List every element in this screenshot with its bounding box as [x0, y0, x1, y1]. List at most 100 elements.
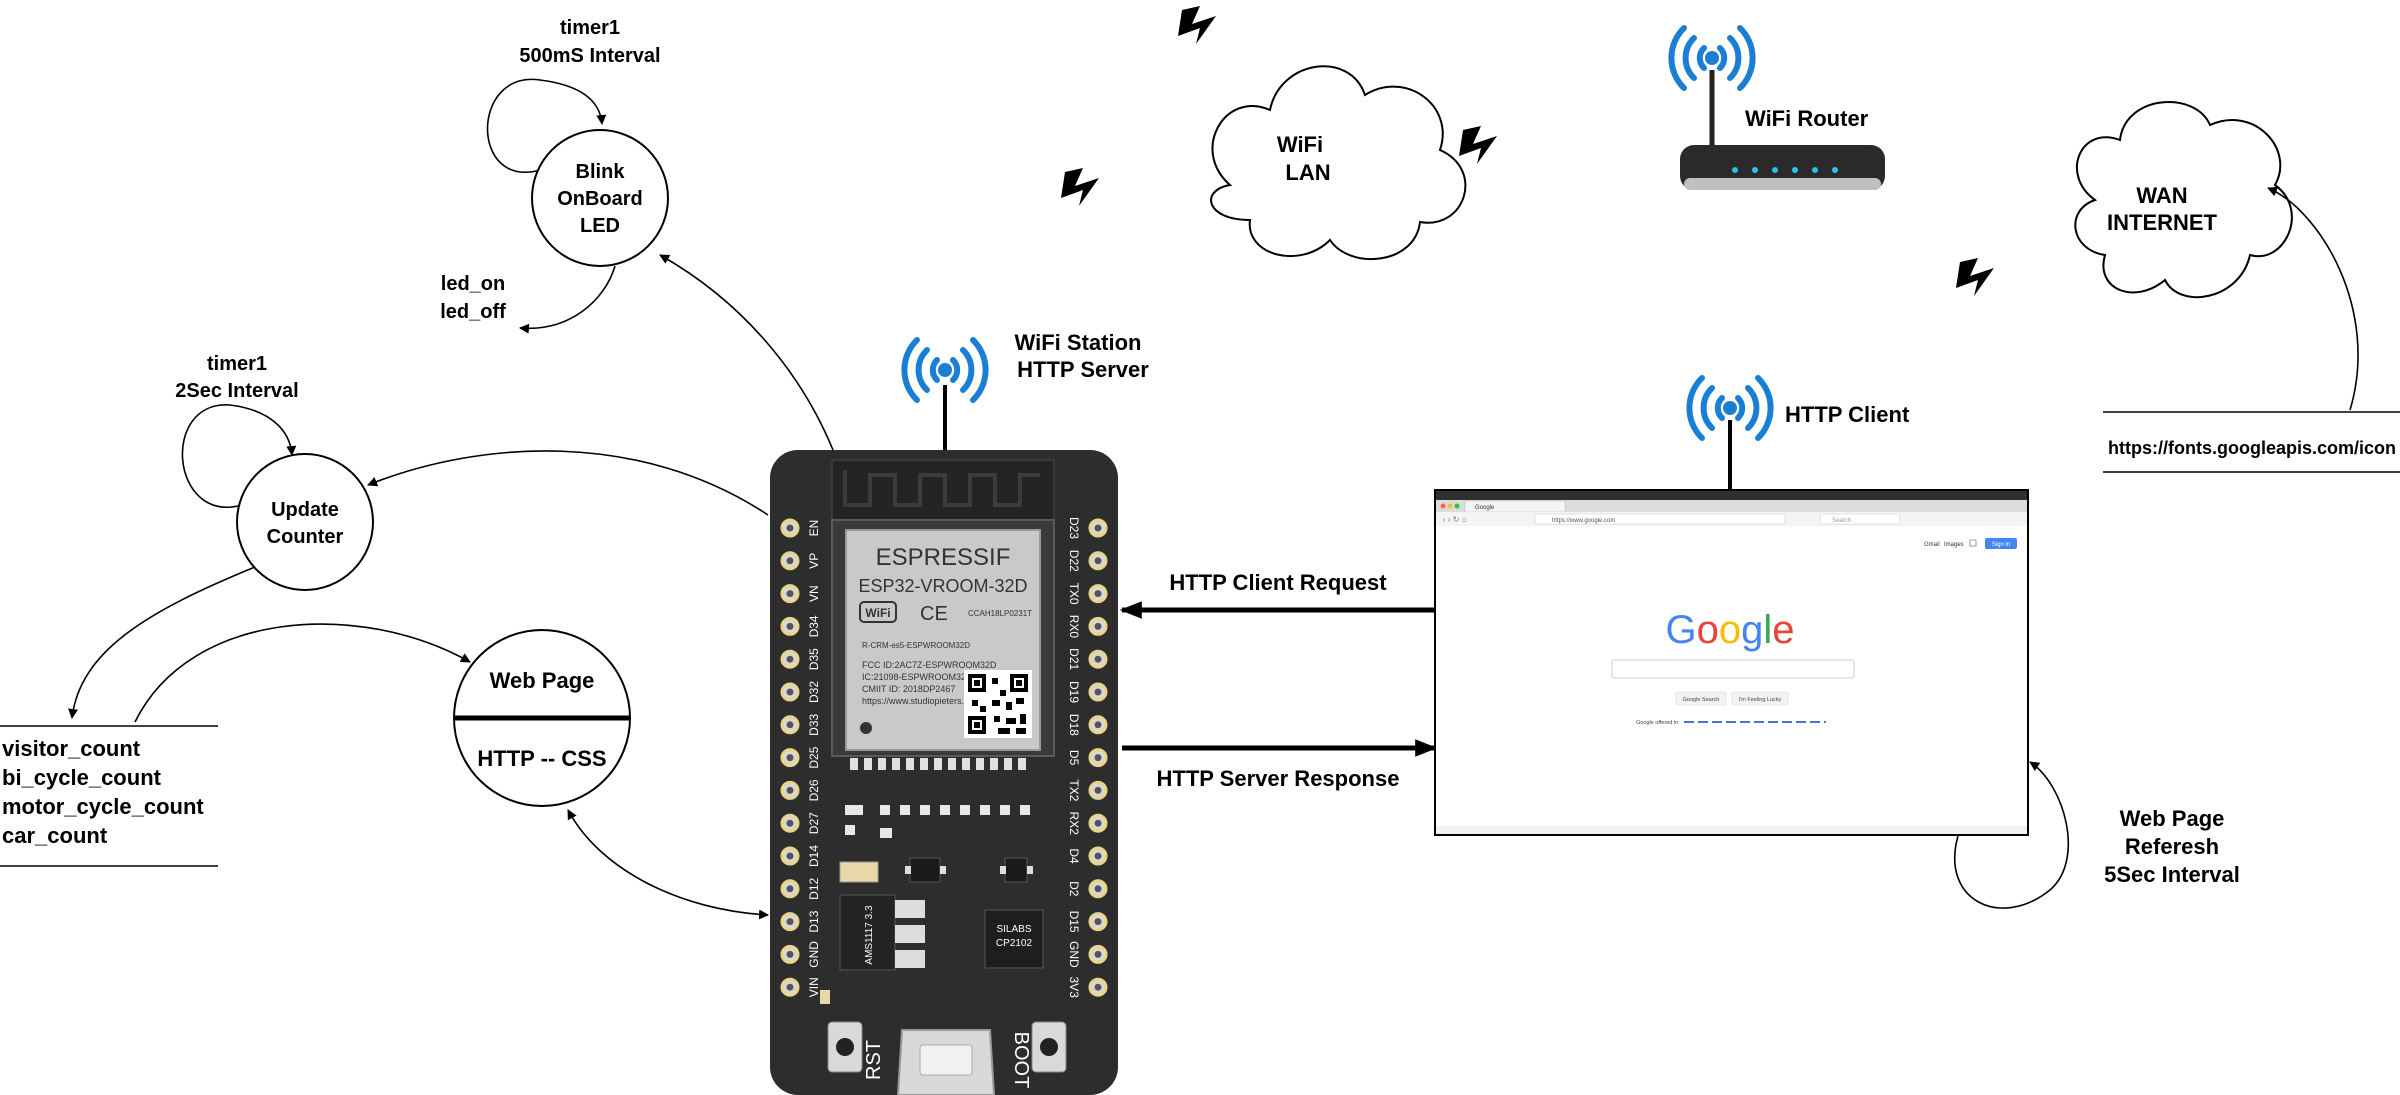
refresh-label-line3: 5Sec Interval [2104, 862, 2240, 887]
fonts-url-label: https://fonts.googleapis.com/icon [2108, 438, 2396, 458]
web-page-node: Web Page HTTP -- CSS [453, 629, 769, 920]
pin-hole [786, 688, 794, 696]
pin-label: D21 [1067, 648, 1081, 670]
feeling-lucky-button [1731, 691, 1789, 706]
esp32-model: ESP32-VROOM-32D [858, 576, 1027, 596]
lightning-bolt-icon [1178, 6, 1216, 44]
blink-line2: OnBoard [557, 188, 643, 210]
blink-state-group: timer1 500mS Interval Blink OnBoard LED … [440, 17, 669, 334]
pin-hole [1094, 885, 1102, 893]
pin-label: D25 [807, 746, 821, 768]
pin-hole [1094, 688, 1102, 696]
lightning-bolt-icon [1459, 126, 1497, 164]
lightning-bolt-icon [1956, 258, 1994, 296]
google-search-box [1611, 659, 1855, 679]
svg-text:‹ › ↻ ⌂: ‹ › ↻ ⌂ [1443, 515, 1467, 524]
google-search-label: Google Search [1683, 697, 1720, 703]
counter-self-loop-arrow [181, 404, 297, 508]
refresh-loop: Web Page Referesh 5Sec Interval [1953, 761, 2240, 909]
boot-label: BOOT [1010, 1032, 1032, 1089]
pin-label: D35 [807, 648, 821, 670]
pin-hole [1094, 918, 1102, 926]
pin-hole [786, 819, 794, 827]
update-counter-circle [236, 453, 374, 591]
browser-address-bar [1534, 513, 1786, 525]
refresh-loop-arrow [1953, 761, 2070, 909]
pin-hole [1094, 524, 1102, 532]
variables-to-webpage-arrow [134, 623, 471, 723]
variables-store: visitor_count bi_cycle_count motor_cycle… [0, 623, 471, 867]
blink-timer-label: timer1 [560, 17, 620, 39]
counter-timer-interval: 2Sec Interval [175, 380, 298, 402]
pin-label: D32 [807, 681, 821, 703]
var-visitor-count: visitor_count [2, 736, 141, 761]
web-page-title: Web Page [490, 668, 595, 693]
esp32-regulator [839, 894, 896, 971]
fonts-to-wan-arrow [2267, 186, 2359, 411]
esp32-usb-chip-line2: CP2102 [996, 938, 1033, 949]
pin-label: GND [1067, 941, 1081, 968]
station-label-line2: HTTP Server [1017, 357, 1149, 382]
esp32-wifi-logo: WiFi [865, 606, 890, 620]
esp32-to-counter-arrow [367, 450, 769, 516]
http-client-label: HTTP Client [1785, 402, 1910, 427]
counter-to-variables-arrow [68, 566, 256, 719]
pin-hole [786, 590, 794, 598]
pin-label: TX0 [1067, 583, 1081, 605]
pin-hole [1094, 721, 1102, 729]
right-pin-header: D23D22TX0RX0D21D19D18D5TX2RX2D4D2D15GND3… [1067, 517, 1108, 999]
counter-timer-label: timer1 [207, 353, 267, 375]
pin-label: VN [807, 585, 821, 602]
pin-label: RX2 [1067, 812, 1081, 836]
pin-label: VP [807, 553, 821, 569]
left-pin-header: ENVPVND34D35D32D33D25D26D27D14D12D13GNDV… [780, 518, 821, 997]
pin-label: 3V3 [1067, 977, 1081, 999]
apps-grid-icon [1969, 539, 1977, 547]
var-motor-cycle-count: motor_cycle_count [2, 794, 204, 819]
browser-search-placeholder: Search [1832, 518, 1851, 524]
led-output-arrow [519, 265, 616, 334]
wan-line1: WAN [2136, 183, 2187, 208]
var-car-count: car_count [2, 823, 108, 848]
pin-hole [786, 655, 794, 663]
pin-hole [1094, 786, 1102, 794]
pin-hole [1094, 557, 1102, 565]
browser-window-icon: HTTP Client Google ‹ › ↻ ⌂ https://www.g… [1434, 378, 2029, 836]
led-off-label: led_off [440, 301, 506, 323]
blink-timer-interval: 500mS Interval [519, 45, 660, 67]
lightning-bolt-icon [1061, 168, 1099, 206]
esp32-cmiit: CMIIT ID: 2018DP2467 [862, 684, 955, 694]
client-request-label: HTTP Client Request [1169, 570, 1387, 595]
counter-state-group: timer1 2Sec Interval Update Counter [68, 353, 374, 719]
pin-label: TX2 [1067, 779, 1081, 801]
pin-hole [786, 721, 794, 729]
server-response-label: HTTP Server Response [1157, 766, 1400, 791]
gmail-link: Gmail [1924, 542, 1940, 548]
esp32-board-icon: ESPRESSIF ESP32-VROOM-32D WiFi CE CCAH18… [770, 340, 1118, 1095]
pin-label: D34 [807, 615, 821, 637]
browser-tab-title: Google [1475, 505, 1495, 511]
pin-hole [786, 524, 794, 532]
esp32-qr-code [964, 670, 1032, 738]
google-search-button [1675, 691, 1727, 706]
pin-hole [786, 983, 794, 991]
pin-hole [1094, 950, 1102, 958]
pin-label: D5 [1067, 750, 1081, 766]
images-link: Images [1944, 542, 1964, 548]
pin-label: VIN [807, 977, 821, 997]
esp32-fcc: FCC ID:2AC7Z-ESPWROOM32D [862, 660, 997, 670]
pin-label: D14 [807, 845, 821, 867]
google-offered-in: Google offered in: [1636, 720, 1680, 726]
esp32-usb-chip [984, 909, 1044, 969]
pin-label: D26 [807, 779, 821, 801]
esp32-url: https://www.studiopieters.nl [862, 696, 971, 706]
router-label: WiFi Router [1745, 106, 1869, 131]
pin-hole [1094, 655, 1102, 663]
pin-hole [786, 557, 794, 565]
web-page-body: HTTP -- CSS [477, 746, 606, 771]
pin-label: D22 [1067, 550, 1081, 572]
var-bi-cycle-count: bi_cycle_count [2, 765, 162, 790]
fonts-url-store: https://fonts.googleapis.com/icon [2103, 186, 2400, 473]
pin-hole [1094, 819, 1102, 827]
pin-hole [1094, 983, 1102, 991]
